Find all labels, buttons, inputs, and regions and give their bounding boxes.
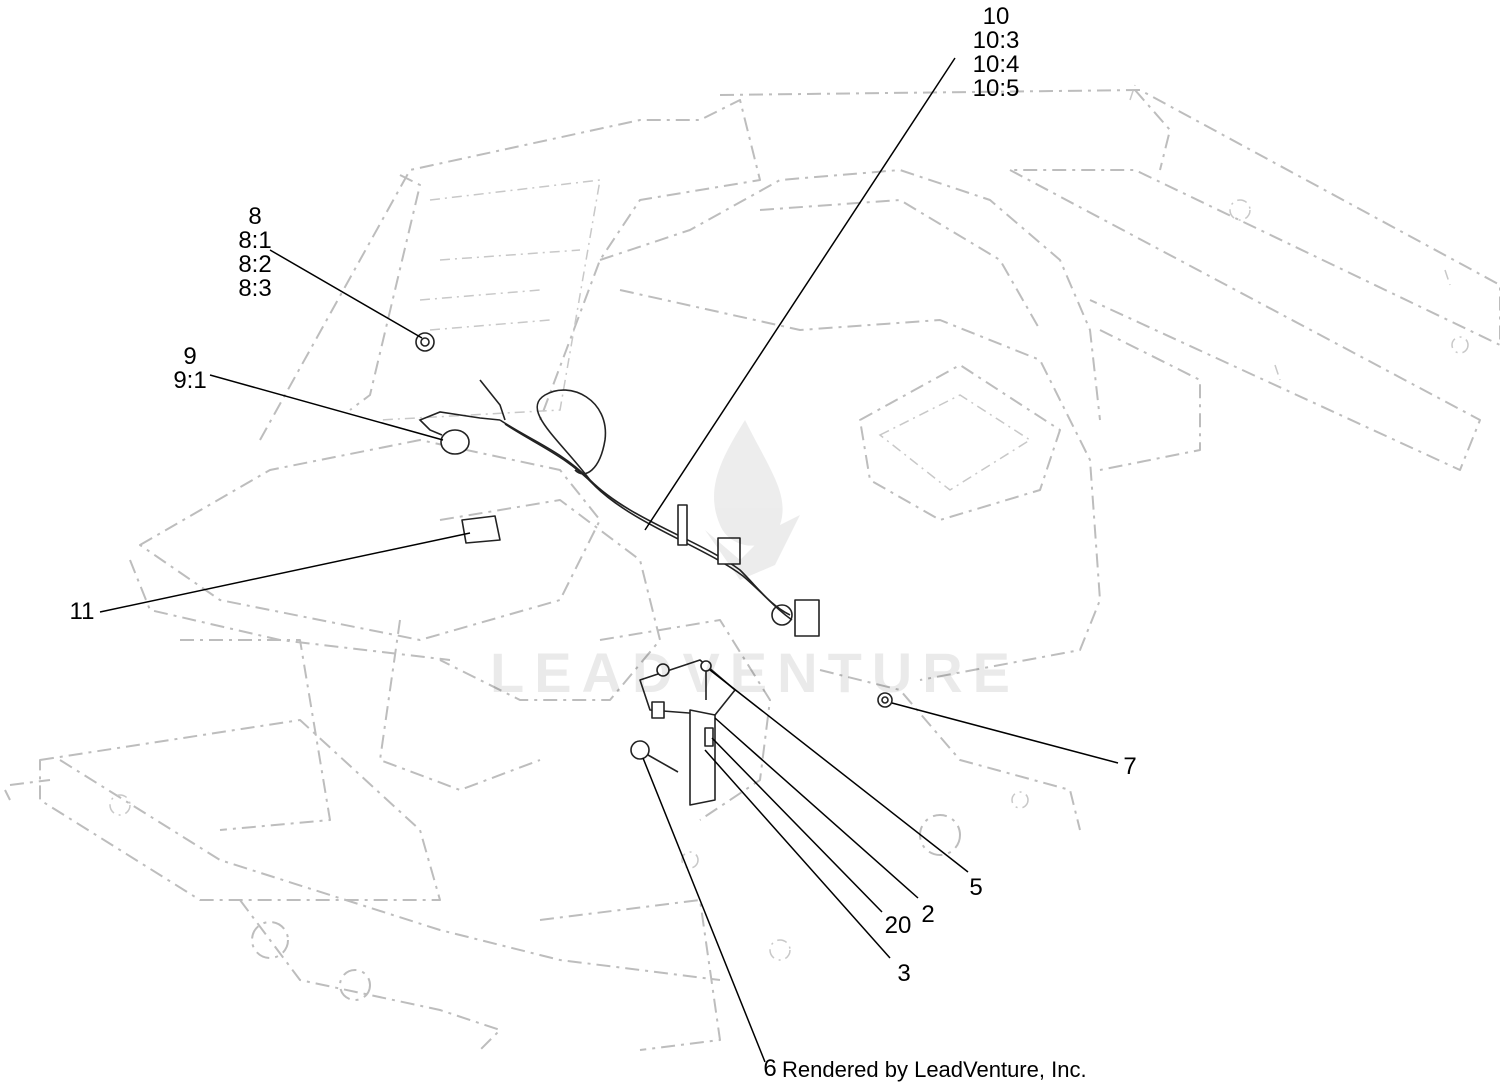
harness-plug	[794, 599, 820, 637]
bracket-assembly	[639, 659, 736, 806]
leader-6	[642, 757, 766, 1063]
leader-5	[709, 669, 969, 873]
leader-lines	[99, 57, 1119, 1063]
callout-10: 10 10:3 10:4 10:5	[966, 5, 1026, 101]
callout-5: 5	[964, 876, 988, 900]
callout-line: 5	[969, 874, 983, 901]
part-10-wire-harness	[479, 379, 820, 637]
callout-line: 6	[763, 1055, 777, 1082]
callout-line: 8	[248, 203, 262, 230]
leader-7	[891, 702, 1119, 764]
leader-2	[714, 717, 919, 899]
callout-line: 7	[1123, 753, 1137, 780]
harness-connector	[677, 504, 688, 546]
leader-11	[99, 532, 471, 613]
callout-line: 20	[884, 912, 912, 939]
leader-10	[644, 57, 956, 531]
callout-line: 10:3	[972, 27, 1020, 54]
part-11-decal	[461, 515, 501, 544]
callout-8: 8 8:1 8:2 8:3	[225, 205, 285, 301]
highlighted-parts	[415, 332, 893, 806]
watermark-text: LEADVENTURE	[490, 641, 1021, 704]
callout-line: 8:1	[238, 227, 272, 254]
render-credit: Rendered by LeadVenture, Inc.	[782, 1057, 1087, 1082]
part-9-connector	[440, 429, 470, 455]
callout-9: 9 9:1	[160, 345, 220, 393]
callout-line: 10:5	[972, 75, 1020, 102]
callout-line: 2	[921, 901, 935, 928]
callout-11: 11	[62, 600, 102, 624]
part-6-bolt	[630, 740, 650, 760]
part-7-nut	[877, 692, 893, 708]
callout-line: 10:4	[972, 51, 1020, 78]
callout-3: 3	[892, 962, 916, 986]
callout-line: 3	[897, 960, 911, 987]
callout-line: 8:3	[238, 275, 272, 302]
callout-20: 20	[878, 914, 918, 938]
callout-line: 8:2	[238, 251, 272, 278]
callout-line: 9	[183, 343, 197, 370]
callout-line: 11	[69, 598, 95, 625]
callout-line: 10	[982, 3, 1010, 30]
leader-8	[269, 249, 423, 339]
harness-relay	[717, 537, 741, 565]
leader-3	[704, 749, 891, 959]
callout-7: 7	[1118, 755, 1142, 779]
callout-6: 6	[760, 1057, 780, 1081]
phantom-frame	[4, 84, 1500, 1051]
leader-9	[209, 374, 444, 441]
callout-2: 2	[916, 903, 940, 927]
leader-20	[711, 737, 883, 913]
callout-line: 9:1	[173, 367, 207, 394]
flame-logo-icon	[705, 420, 800, 580]
